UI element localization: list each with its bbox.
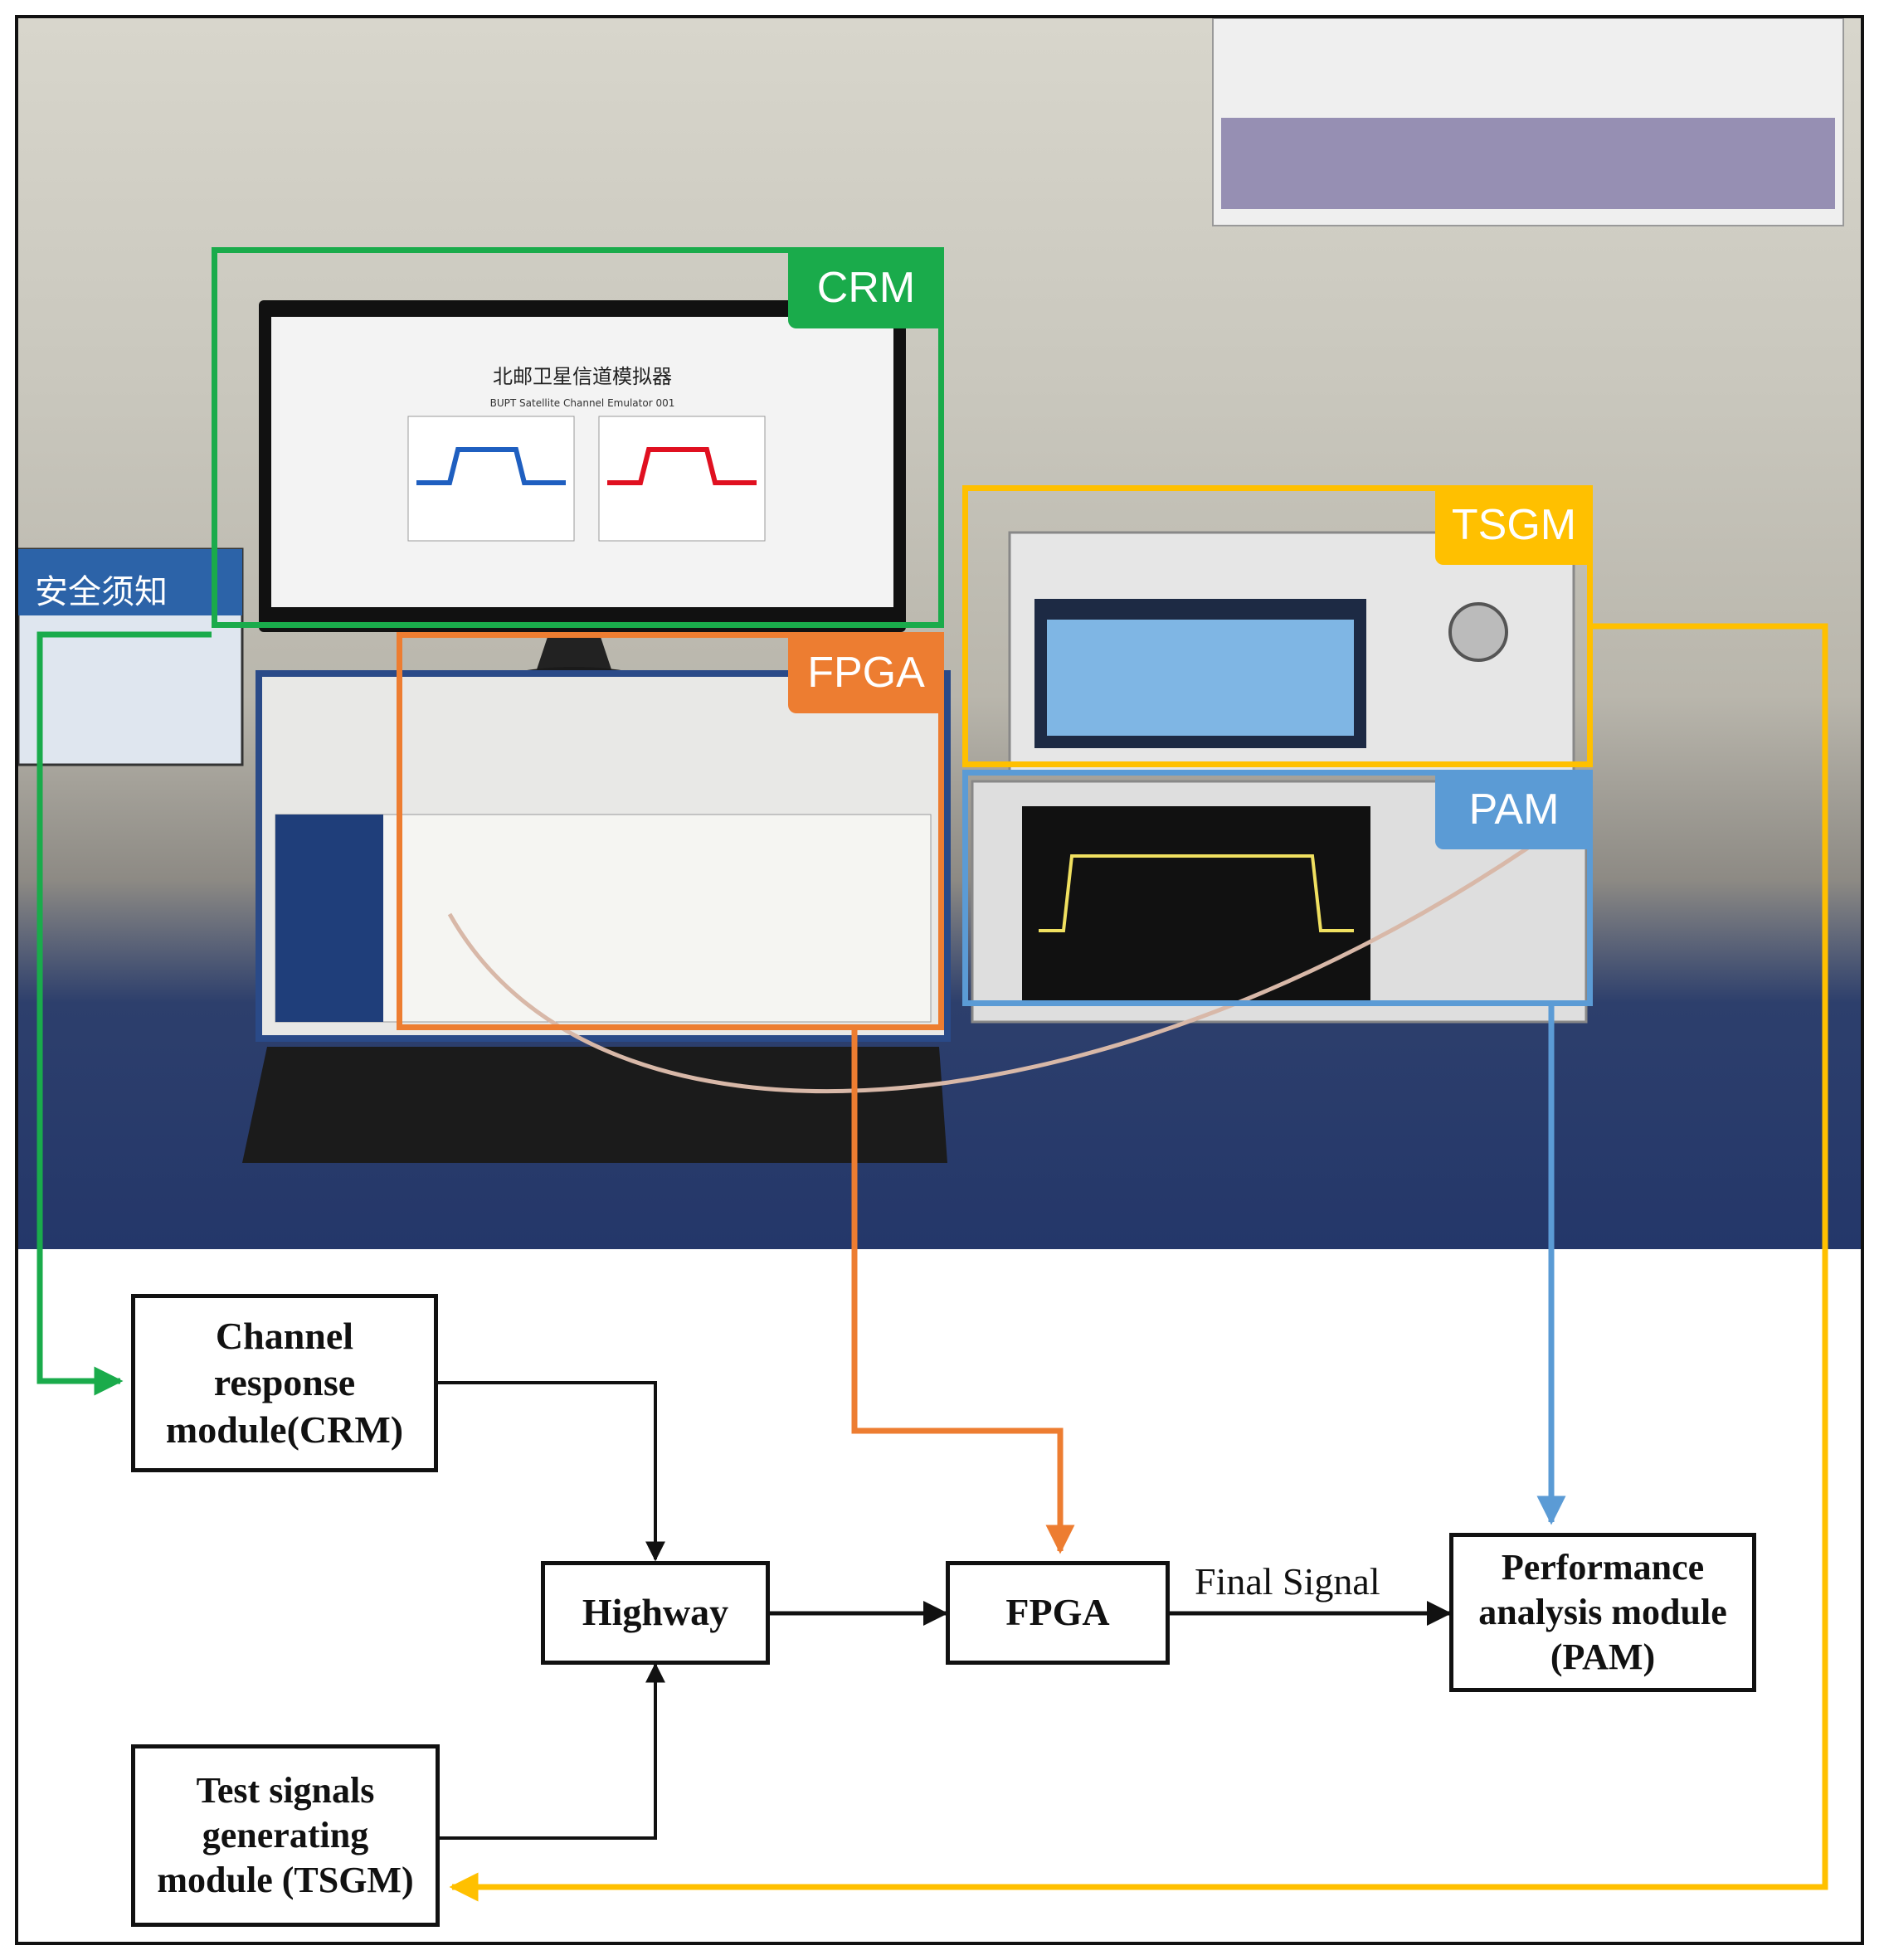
fpga-link-line <box>851 1030 1075 1554</box>
figure-border <box>15 15 1864 1945</box>
final-signal-label: Final Signal <box>1195 1560 1380 1603</box>
lab-photo: 安全须知 北邮卫星信道模拟器 BUPT Satellite Channel Em… <box>18 18 1861 1249</box>
fpga-region-box <box>397 632 944 1030</box>
lab-photo-drawing: 安全须知 北邮卫星信道模拟器 BUPT Satellite Channel Em… <box>18 18 1844 1163</box>
crm-region-box <box>212 247 944 628</box>
tsgm-link-line <box>449 623 1828 1902</box>
monitor-title-en: BUPT Satellite Channel Emulator 001 <box>490 397 675 409</box>
tsgm-tag: TSGM <box>1435 485 1593 565</box>
monitor-title-cn: 北邮卫星信道模拟器 <box>493 365 672 388</box>
pam-block: Performance analysis module (PAM) <box>1449 1533 1756 1692</box>
tsgm-to-highway-arrow <box>438 1662 665 1840</box>
fpga-tag: FPGA <box>788 632 944 713</box>
highway-block: Highway <box>541 1561 770 1665</box>
tsgm-region-box <box>962 485 1593 767</box>
fpga-block: FPGA <box>946 1561 1170 1665</box>
crm-to-highway-arrow <box>436 1381 665 1562</box>
tsgm-block: Test signals generating module (TSGM) <box>131 1744 440 1927</box>
pam-tag: PAM <box>1435 770 1593 849</box>
crm-block: Channel response module(CRM) <box>131 1294 438 1472</box>
notice-sign-text: 安全须知 <box>35 573 168 611</box>
pam-region-box <box>962 770 1593 1006</box>
crm-tag: CRM <box>788 247 944 328</box>
crm-link-line <box>37 631 212 1396</box>
